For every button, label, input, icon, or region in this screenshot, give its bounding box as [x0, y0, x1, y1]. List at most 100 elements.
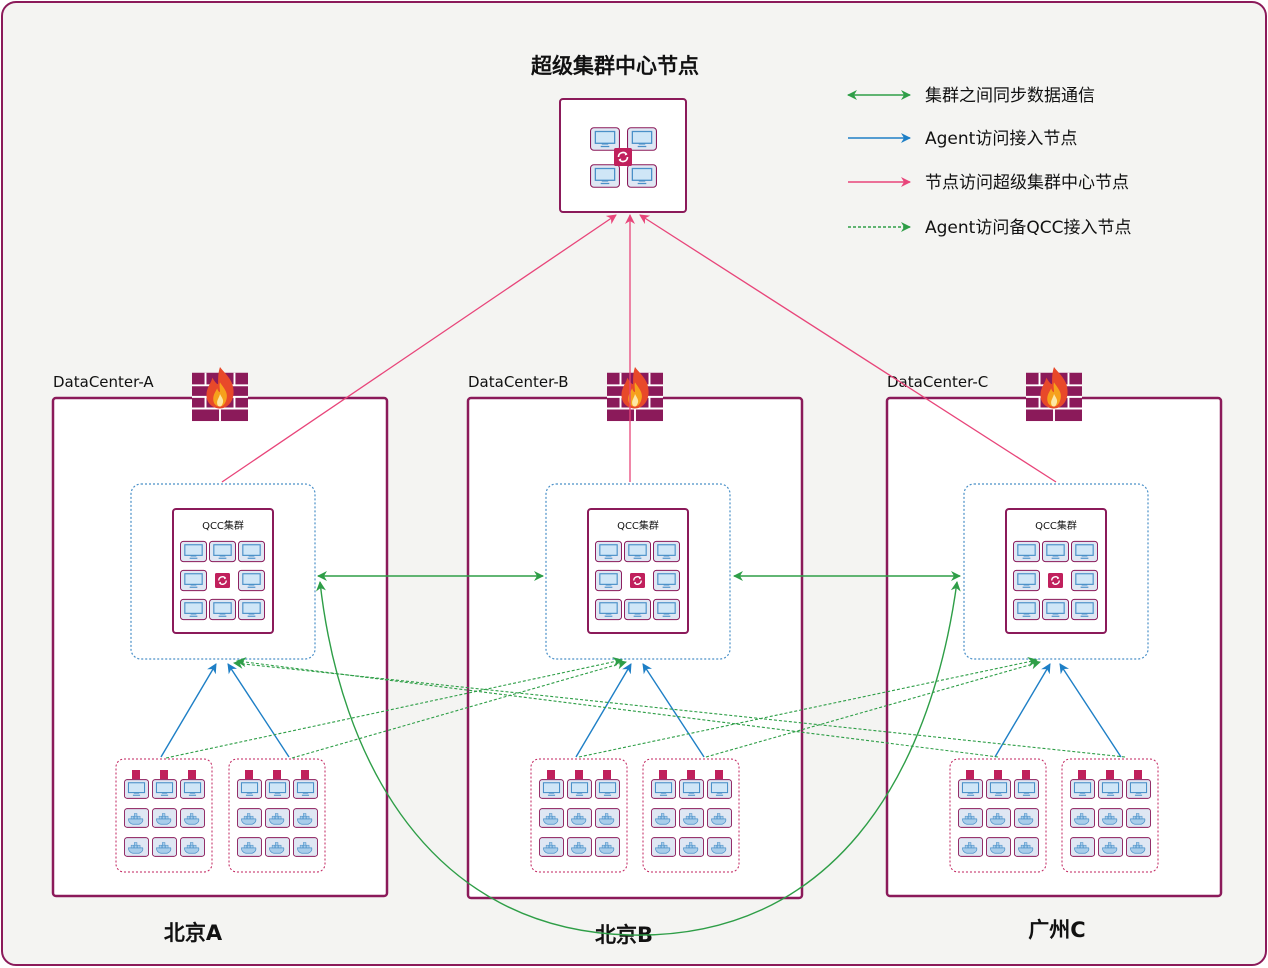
datacenter-b-label: DataCenter-B: [468, 373, 569, 391]
docker-icon: [679, 808, 704, 828]
monitor-icon: [180, 598, 207, 621]
monitor-icon: [1013, 569, 1040, 592]
qcc-badge-icon: [1078, 770, 1086, 779]
docker-icon: [237, 808, 262, 828]
monitor-icon: [124, 778, 149, 800]
monitor-icon: [590, 163, 620, 189]
monitor-icon: [209, 540, 236, 563]
monitor-icon: [1071, 569, 1098, 592]
qcc-badge-icon: [575, 770, 583, 779]
docker-icon: [707, 808, 732, 828]
monitor-icon: [180, 540, 207, 563]
docker-icon: [539, 808, 564, 828]
docker-icon: [293, 837, 318, 857]
docker-icon: [1098, 837, 1123, 857]
monitor-icon: [209, 598, 236, 621]
agent-groups: [115, 758, 1159, 873]
qcc-badge-icon: [547, 770, 555, 779]
docker-icon: [124, 808, 149, 828]
backup-links: [165, 656, 1126, 759]
docker-icon: [539, 837, 564, 857]
monitor-icon: [1014, 778, 1039, 800]
qcc-badge-icon: [687, 770, 695, 779]
docker-icon: [986, 808, 1011, 828]
monitor-icon: [1071, 540, 1098, 563]
docker-icon: [958, 837, 983, 857]
monitor-icon: [1070, 778, 1095, 800]
monitor-icon: [653, 598, 680, 621]
docker-icon: [595, 808, 620, 828]
agent-links: [160, 663, 1122, 758]
monitor-icon: [237, 778, 262, 800]
qcc-cluster-c: QCC集群: [1005, 508, 1107, 634]
docker-icon: [152, 808, 177, 828]
monitor-icon: [293, 778, 318, 800]
monitor-icon: [627, 126, 657, 152]
qcc-badge-icon: [603, 770, 611, 779]
monitor-icon: [624, 540, 651, 563]
agent-group: [642, 758, 740, 873]
qcc-badge-icon: [659, 770, 667, 779]
sync-icon: [1048, 573, 1063, 588]
qcc-badge-icon: [273, 770, 281, 779]
monitor-icon: [1042, 540, 1069, 563]
docker-icon: [1014, 837, 1039, 857]
monitor-icon: [238, 569, 265, 592]
qcc-badge-icon: [132, 770, 140, 779]
firewall-icon: [607, 366, 663, 422]
super-center-node: [559, 98, 687, 213]
docker-icon: [265, 808, 290, 828]
docker-icon: [595, 837, 620, 857]
qcc-badge-icon: [188, 770, 196, 779]
docker-icon: [679, 837, 704, 857]
docker-icon: [180, 808, 205, 828]
qcc-cluster-a: QCC集群: [172, 508, 274, 634]
monitor-icon: [152, 778, 177, 800]
monitor-icon: [1042, 598, 1069, 621]
qcc-cluster-label: QCC集群: [202, 519, 244, 532]
docker-icon: [1098, 808, 1123, 828]
qcc-cluster-label: QCC集群: [1035, 519, 1077, 532]
super-center-title: 超级集群中心节点: [531, 54, 699, 78]
monitor-icon: [180, 569, 207, 592]
center-links: [221, 214, 1057, 483]
docker-icon: [986, 837, 1011, 857]
docker-icon: [1014, 808, 1039, 828]
docker-icon: [1070, 837, 1095, 857]
docker-icon: [1070, 808, 1095, 828]
monitor-icon: [986, 778, 1011, 800]
qcc-badge-icon: [994, 770, 1002, 779]
docker-icon: [651, 808, 676, 828]
monitor-icon: [679, 778, 704, 800]
sync-icon: [630, 573, 645, 588]
monitor-icon: [1071, 598, 1098, 621]
monitor-icon: [238, 598, 265, 621]
monitor-icon: [958, 778, 983, 800]
sync-links: [316, 571, 961, 936]
monitor-icon: [595, 569, 622, 592]
legend-label-center: 节点访问超级集群中心节点: [925, 173, 1129, 193]
qcc-badge-icon: [1022, 770, 1030, 779]
docker-icon: [567, 808, 592, 828]
docker-icon: [707, 837, 732, 857]
agent-group: [949, 758, 1047, 873]
monitor-icon: [1013, 540, 1040, 563]
docker-icon: [124, 837, 149, 857]
monitor-icon: [595, 540, 622, 563]
datacenter-c-label: DataCenter-C: [887, 373, 988, 391]
monitor-icon: [707, 778, 732, 800]
sync-icon: [215, 573, 230, 588]
docker-icon: [265, 837, 290, 857]
agent-group: [530, 758, 628, 873]
qcc-badge-icon: [715, 770, 723, 779]
agent-group: [1061, 758, 1159, 873]
monitor-icon: [651, 778, 676, 800]
legend: 集群之间同步数据通信 Agent访问接入节点 节点访问超级集群中心节点 Agen…: [847, 86, 1131, 238]
docker-icon: [293, 808, 318, 828]
qcc-badge-icon: [966, 770, 974, 779]
monitor-icon: [627, 163, 657, 189]
monitor-icon: [567, 778, 592, 800]
monitor-icon: [595, 598, 622, 621]
monitor-icon: [265, 778, 290, 800]
